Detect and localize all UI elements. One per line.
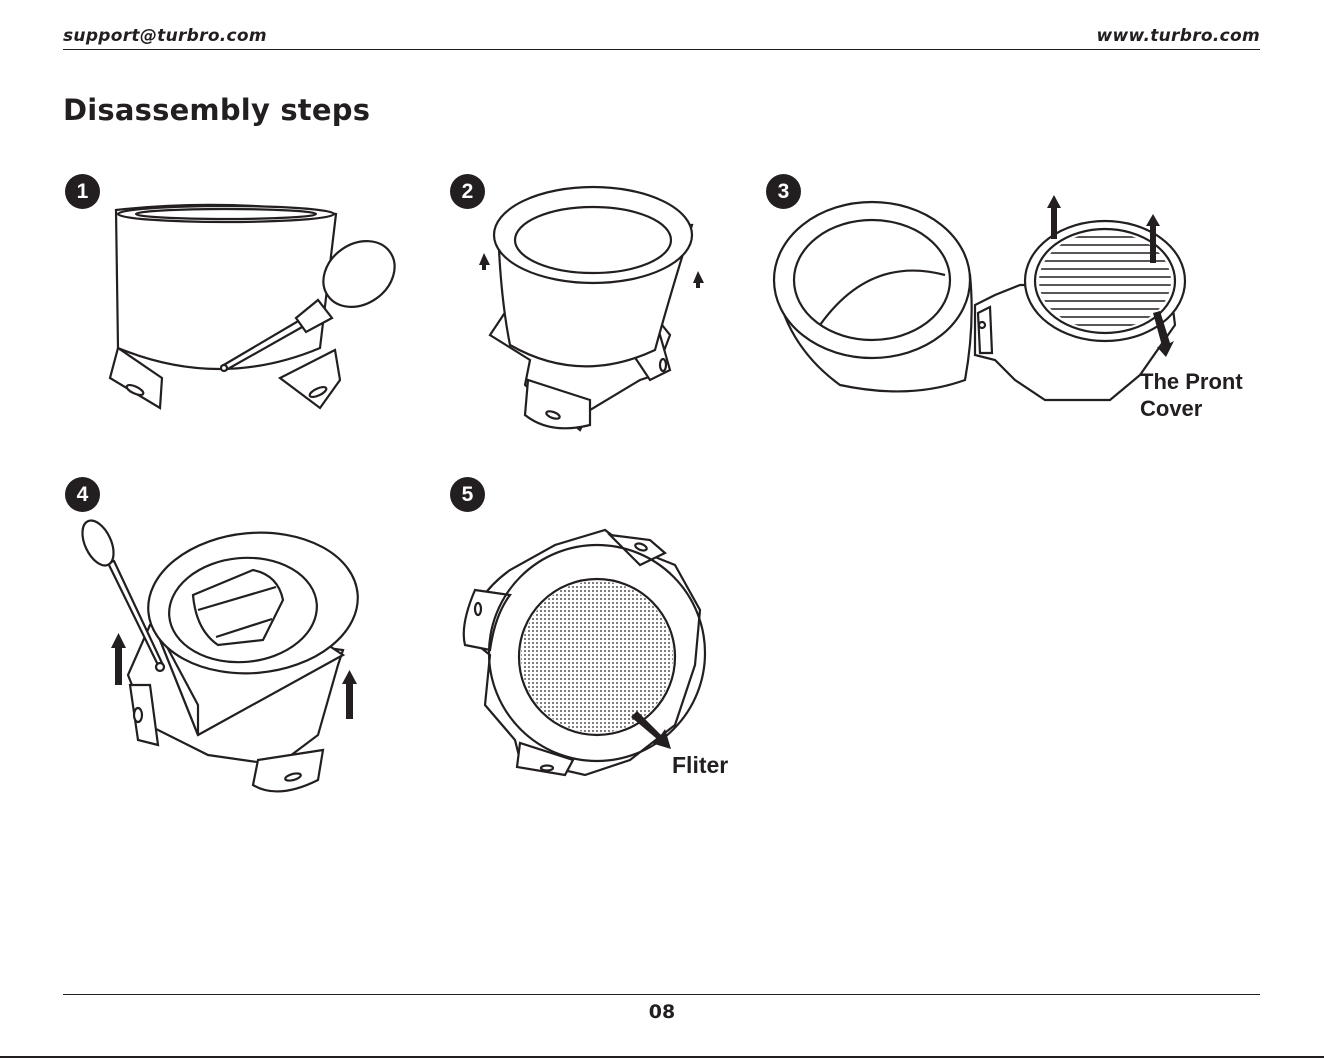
footer-divider xyxy=(63,994,1260,995)
filter-mesh-icon xyxy=(521,581,673,733)
header-divider xyxy=(63,49,1260,50)
front-cover-label-line1: The Pront xyxy=(1140,368,1243,395)
step-4-badge: 4 xyxy=(65,477,100,512)
filter-label: Fliter xyxy=(672,752,728,779)
outer-shell xyxy=(774,202,972,391)
step-5-badge: 5 xyxy=(450,477,485,512)
step-1-badge: 1 xyxy=(65,174,100,209)
page-title: Disassembly steps xyxy=(63,93,370,127)
step-4-illustration xyxy=(78,515,378,800)
step-5-illustration xyxy=(455,525,720,780)
front-cover-label-line2: Cover xyxy=(1140,395,1243,422)
step-3-illustration xyxy=(770,195,1200,410)
step-1-illustration xyxy=(100,200,405,415)
page-bottom-edge xyxy=(0,1056,1324,1058)
website-url: www.turbro.com xyxy=(1097,26,1260,46)
front-cover-label: The Pront Cover xyxy=(1140,368,1243,422)
step-2-illustration xyxy=(470,185,720,440)
support-email: support@turbro.com xyxy=(63,26,267,46)
page-number: 08 xyxy=(0,1001,1324,1023)
